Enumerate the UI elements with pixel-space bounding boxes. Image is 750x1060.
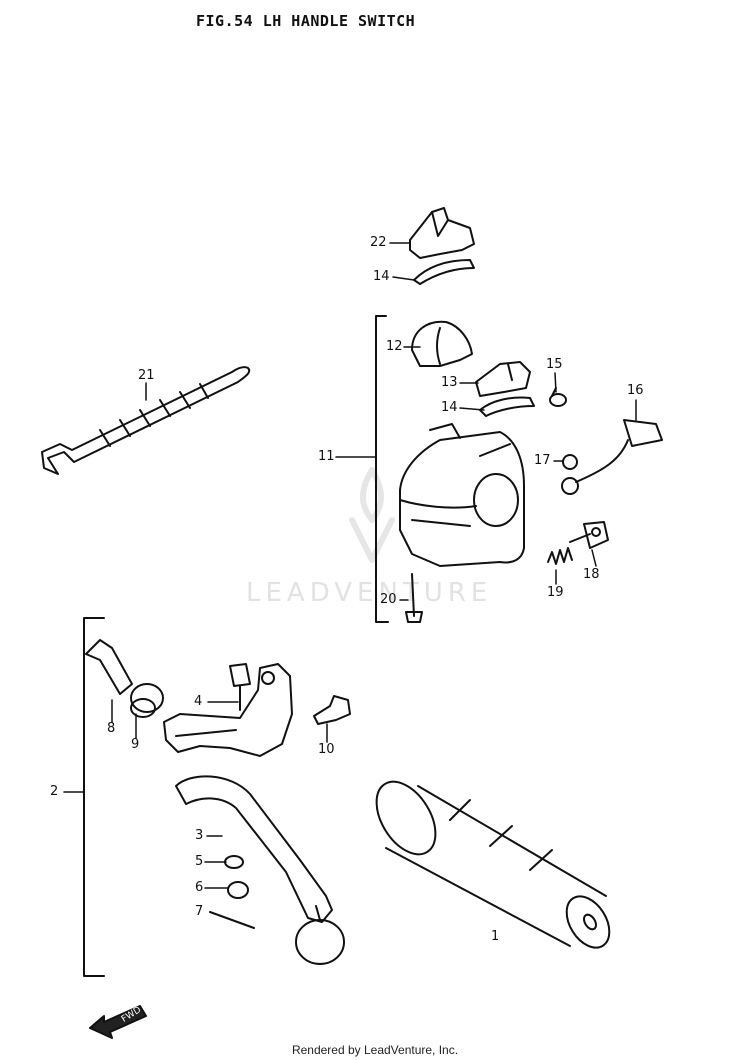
callout-16: 16 (627, 383, 644, 398)
forward-arrow-icon (89, 1005, 147, 1039)
part-1-grip (375, 780, 611, 949)
bracket-part-11 (375, 315, 389, 623)
callout-11: 11 (318, 449, 335, 464)
part-20-screw (405, 573, 423, 623)
part-22-switch-cover-top (409, 207, 475, 259)
callout-1: 1 (491, 929, 500, 944)
callout-14-lower: 14 (441, 400, 458, 415)
part-21-cable-band (41, 366, 251, 475)
part-18-contact (569, 521, 609, 549)
bracket-part-2 (83, 617, 105, 977)
part-3-clutch-lever (175, 775, 345, 965)
callout-15: 15 (546, 357, 563, 372)
part-19-spring (547, 547, 573, 565)
part-6-nut (227, 881, 249, 899)
figure-title: FIG.54 LH HANDLE SWITCH (196, 12, 416, 30)
callout-4: 4 (194, 694, 203, 709)
lever-holder (163, 663, 293, 757)
part-9-nut (130, 683, 164, 718)
leader-lines (63, 242, 637, 889)
callout-5: 5 (195, 854, 204, 869)
part-4-bolt (229, 663, 251, 711)
callout-20: 20 (380, 592, 397, 607)
part-13-switch-knob (475, 361, 531, 397)
part-7-pin (209, 911, 255, 929)
callout-6: 6 (195, 880, 204, 895)
callout-7: 7 (195, 904, 204, 919)
callout-9: 9 (131, 737, 140, 752)
part-8-bolt (85, 639, 133, 695)
callout-18: 18 (583, 567, 600, 582)
part-16-wire-lead (561, 419, 663, 495)
part-5-pivot-bolt (224, 855, 244, 869)
watermark-text: LEADVENTURE (246, 578, 493, 608)
callout-10: 10 (318, 742, 335, 757)
part-17-screw (562, 454, 578, 470)
callout-2: 2 (50, 784, 59, 799)
callout-3: 3 (195, 828, 204, 843)
part-14-gasket-lower (479, 396, 535, 417)
callout-8: 8 (107, 721, 116, 736)
part-11-switch-housing (399, 423, 525, 567)
callout-12: 12 (386, 339, 403, 354)
callout-21: 21 (138, 368, 155, 383)
callout-13: 13 (441, 375, 458, 390)
part-10-bolt (313, 695, 351, 725)
part-14-gasket-upper (413, 259, 475, 285)
part-12-cover (411, 320, 473, 367)
footer-credit: Rendered by LeadVenture, Inc. (291, 1043, 459, 1057)
callout-14-upper: 14 (373, 269, 390, 284)
callout-19: 19 (547, 585, 564, 600)
callout-22: 22 (370, 235, 387, 250)
part-15-screw (549, 387, 567, 407)
watermark-logo (349, 467, 395, 563)
callout-17: 17 (534, 453, 551, 468)
